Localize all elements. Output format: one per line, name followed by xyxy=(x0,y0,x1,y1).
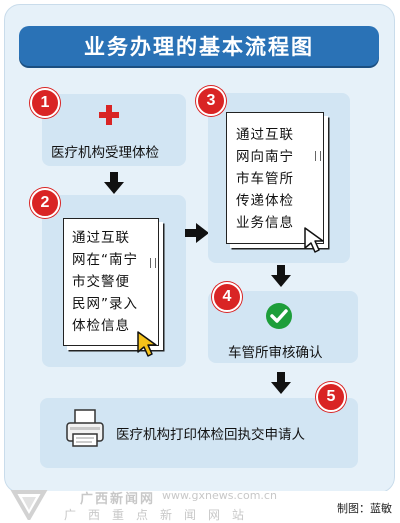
diagram-title: 业务办理的基本流程图 xyxy=(84,35,314,59)
step-2-badge: 2 xyxy=(30,188,60,218)
step-1-label: 医疗机构受理体检 xyxy=(51,145,159,161)
arrow-down-1 xyxy=(104,172,124,194)
watermark-logo-icon xyxy=(10,490,48,520)
step-4-label: 车管所审核确认 xyxy=(228,345,323,361)
step-3-text: 通过互联 网向南宁 市车管所 传递体检 业务信息 xyxy=(236,127,294,231)
step-5-badge: 5 xyxy=(316,382,346,412)
step-5-label: 医疗机构打印体检回执交申请人 xyxy=(116,427,305,443)
arrow-right xyxy=(185,223,209,243)
printer-icon xyxy=(66,409,104,447)
cursor-icon xyxy=(304,227,324,253)
arrow-down-3 xyxy=(271,372,291,394)
step-3-badge: 3 xyxy=(196,86,226,116)
step-1-badge: 1 xyxy=(30,88,60,118)
cursor-icon xyxy=(137,331,157,357)
step-1-panel xyxy=(42,94,186,166)
green-checkmark-icon xyxy=(266,303,292,329)
watermark-tagline: 广西重点新闻网站 xyxy=(64,508,257,522)
step-2-document xyxy=(63,218,159,346)
step-3-scroll-mark xyxy=(315,151,321,161)
step-2-scroll-mark xyxy=(150,258,156,268)
step-3-document xyxy=(226,112,324,244)
footer xyxy=(0,491,400,523)
title-bar: 业务办理的基本流程图 xyxy=(19,26,379,66)
watermark-url: www.gxnews.com.cn xyxy=(162,489,277,502)
arrow-down-2 xyxy=(271,265,291,287)
step-4-badge: 4 xyxy=(212,282,242,312)
step-2-text: 通过互联 网在“南宁 市交警便 民网”录入 体检信息 xyxy=(72,230,138,334)
credit: 制图：蓝敏 xyxy=(337,502,392,515)
red-cross-icon xyxy=(99,105,119,125)
watermark-brand: 广西新闻网 xyxy=(80,492,156,507)
